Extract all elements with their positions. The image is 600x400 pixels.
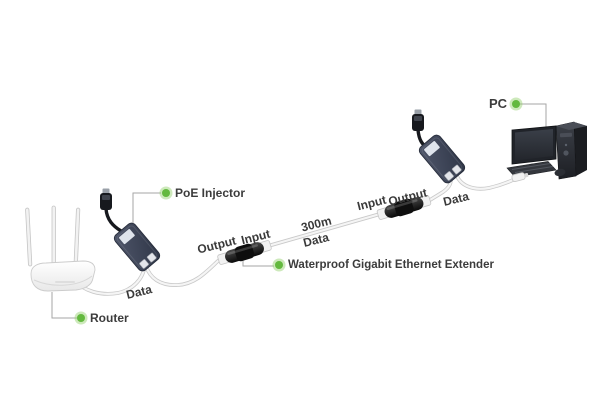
callout-extender: Waterproof Gigabit Ethernet Extender (275, 258, 494, 272)
callout-lines (51, 103, 547, 319)
power-plug-icon (412, 109, 424, 131)
poe-injector-device-near (100, 188, 161, 272)
callout-line-router (51, 292, 77, 319)
poe-injector-device-far (412, 109, 466, 184)
pc-cable-plug (511, 172, 529, 182)
injector-label-patch (119, 228, 135, 245)
poe-injector-label: PoE Injector (175, 186, 246, 200)
green-dot-icon (512, 99, 521, 108)
power-plug-icon (100, 188, 112, 210)
power-cord (104, 207, 123, 233)
pc-tower (555, 121, 587, 180)
callout-line-poe-injector (132, 192, 161, 228)
router-body (30, 260, 96, 292)
extender-label: Waterproof Gigabit Ethernet Extender (288, 258, 494, 271)
router-antennas (25, 205, 81, 267)
green-dot-icon (275, 261, 283, 270)
ethernet-extender-device-near (217, 240, 272, 265)
ethernet-extender-device-far (376, 195, 432, 220)
callout-line-pc (518, 103, 547, 130)
router-device (25, 205, 96, 292)
callout-pc: PC (489, 96, 521, 111)
injector-port (139, 259, 149, 269)
callout-poe-injector: PoE Injector (162, 187, 245, 199)
green-dot-icon (162, 189, 170, 197)
router-label: Router (90, 311, 129, 325)
injector-port (146, 252, 157, 263)
pc-device (506, 121, 587, 182)
pc-label: PC (489, 96, 508, 111)
pc-mouse (554, 168, 566, 177)
green-dot-icon (77, 314, 85, 322)
cable-injector2-to-pc (454, 171, 515, 191)
injector-port (444, 171, 454, 181)
injector-label-patch (424, 140, 440, 157)
injector-port (451, 164, 462, 175)
callout-router: Router (77, 312, 129, 324)
